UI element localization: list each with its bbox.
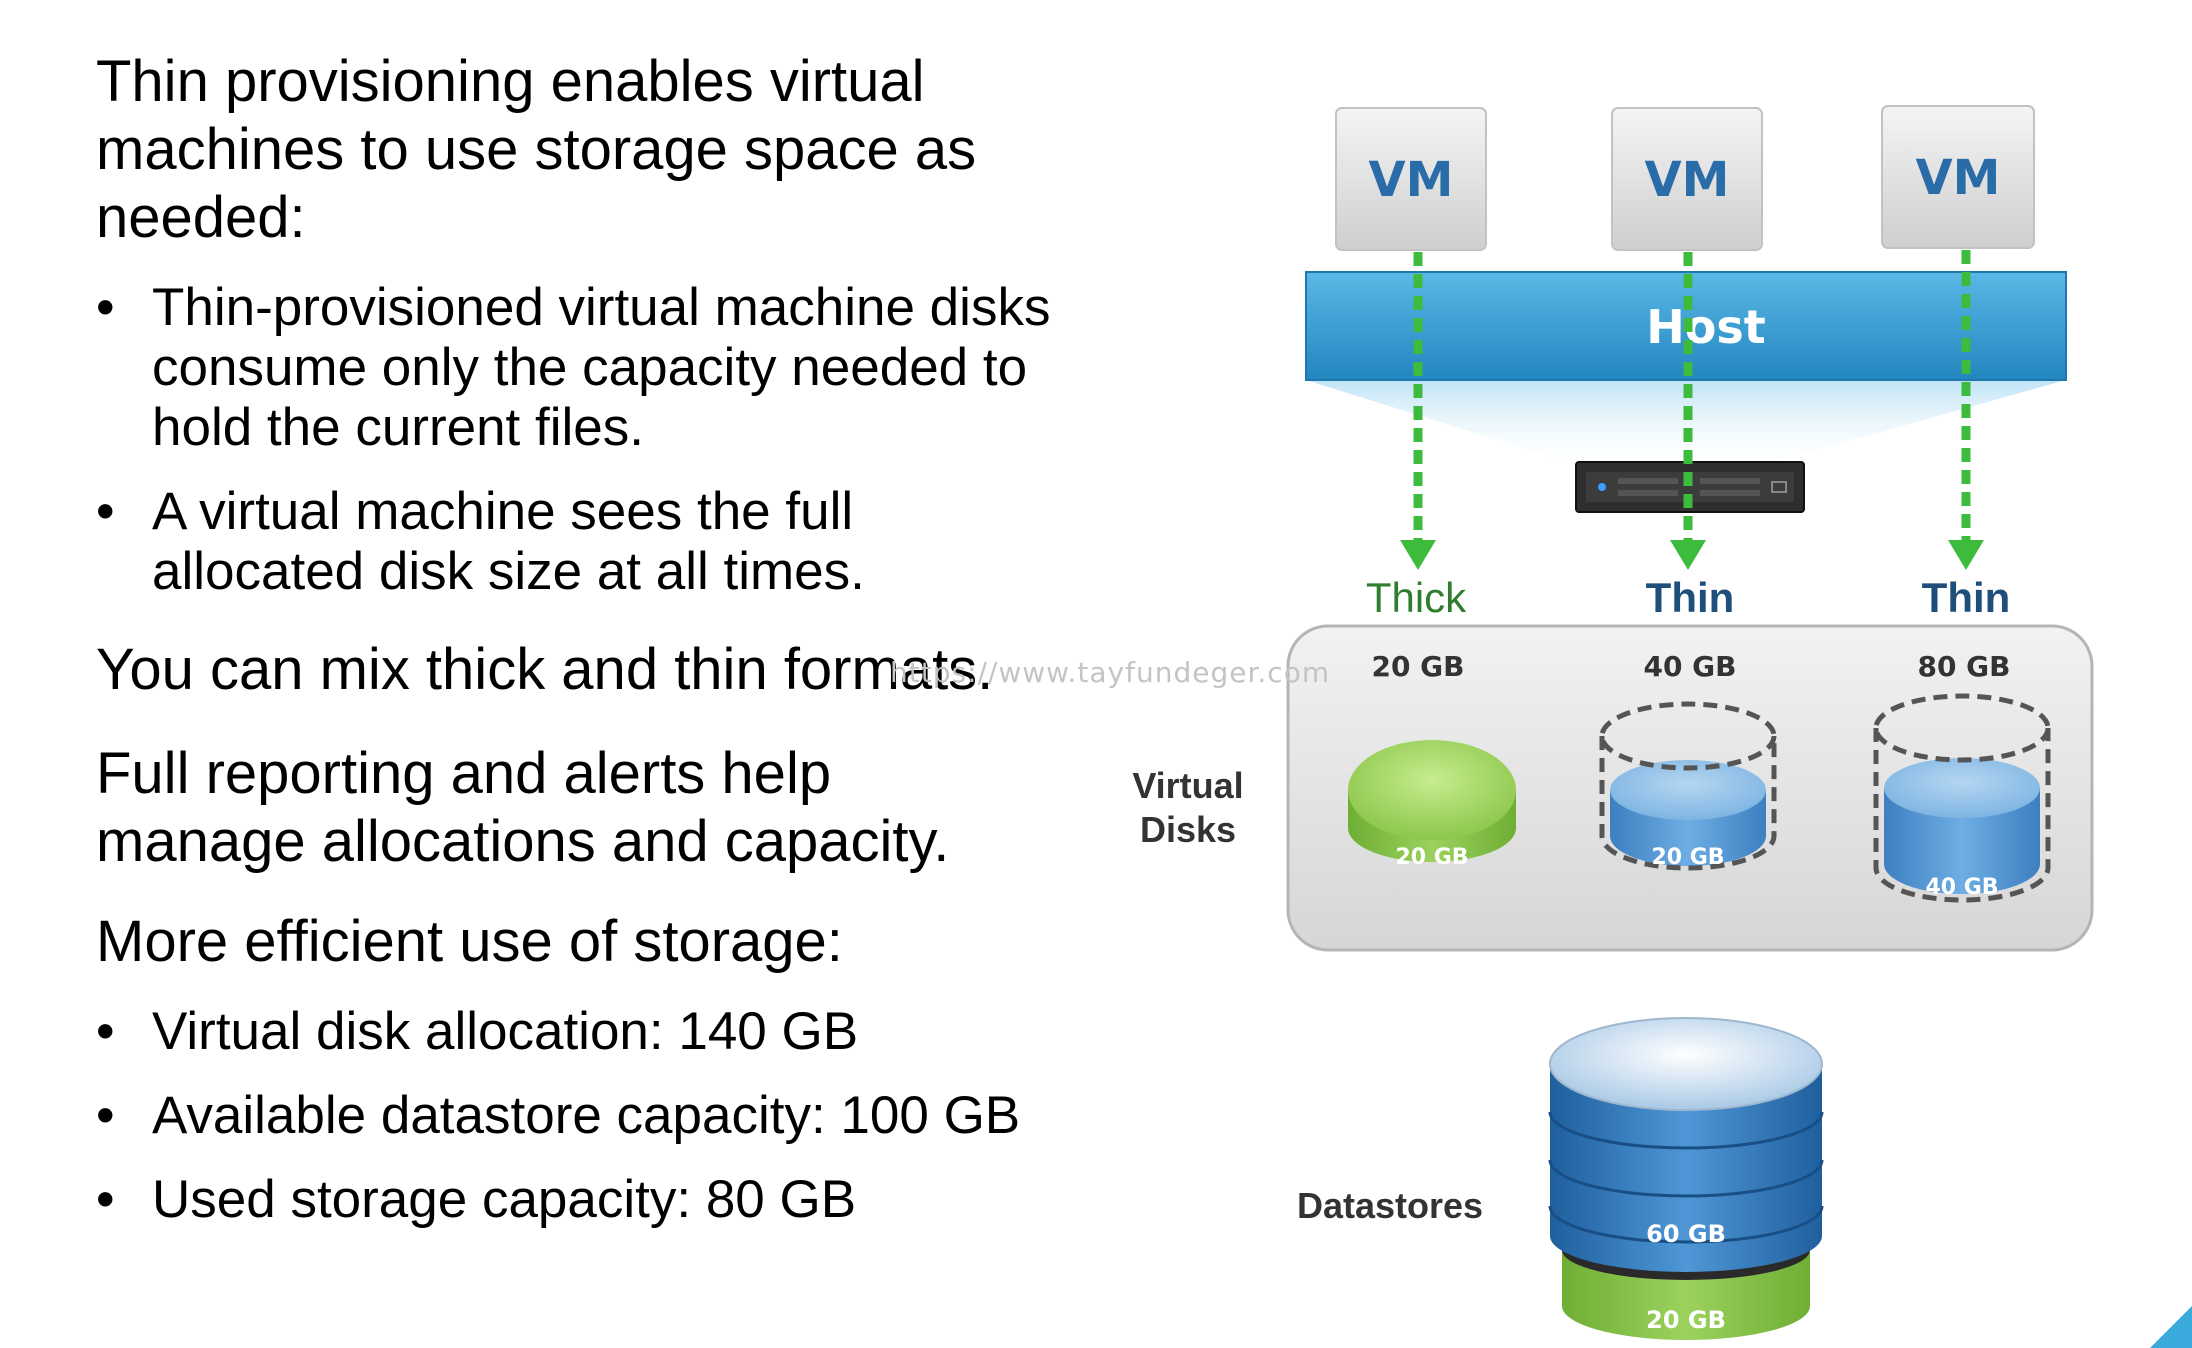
disk-type-label: Thin <box>1922 574 2011 621</box>
thin-disk: 40 GB <box>1873 693 2051 903</box>
vm-label: VM <box>1645 152 1730 208</box>
host-label: Host <box>1646 300 1765 354</box>
virtual-disks-label: Disks <box>1140 809 1236 850</box>
bullet-line: A virtual machine sees the full <box>152 482 854 541</box>
arrow-thick <box>1400 252 1436 570</box>
vm-label: VM <box>1369 152 1454 208</box>
bullet-line: allocated disk size at all times. <box>152 542 865 601</box>
arrow-thin <box>1948 250 1984 570</box>
used-size-label: 20 GB <box>1395 845 1468 870</box>
allocated-size-label: 20 GB <box>1371 650 1464 683</box>
bullet-marker: • <box>96 482 115 541</box>
disk-type-label: Thin <box>1646 574 1735 621</box>
corner-accent <box>2150 1306 2192 1348</box>
vm-box: VM <box>1881 105 2035 249</box>
heading-line: needed: <box>96 185 306 250</box>
reporting-line: manage allocations and capacity. <box>96 809 950 874</box>
used-size-label: 40 GB <box>1925 875 1998 900</box>
bullet-marker: • <box>96 1170 115 1229</box>
bullet-line: consume only the capacity needed to <box>152 338 1028 397</box>
datastore-segment-label: 20 GB <box>1646 1306 1726 1334</box>
bullet-marker: • <box>96 1002 115 1061</box>
heading-line: Thin provisioning enables virtual <box>96 49 925 114</box>
thick-disk: 20 GB <box>1348 740 1516 870</box>
vm-label: VM <box>1916 150 2001 206</box>
allocated-size-label: 40 GB <box>1643 650 1736 683</box>
thin-disk: 20 GB <box>1599 701 1777 871</box>
arrow-thin <box>1670 252 1706 570</box>
datastore-cylinder: 60 GB 20 GB <box>1548 1017 1824 1340</box>
watermark: https://www.tayfundeger.com <box>890 656 1331 689</box>
heading-line: machines to use storage space as <box>96 117 977 182</box>
vm-box: VM <box>1611 107 1763 251</box>
mix-formats-text: You can mix thick and thin formats. <box>96 637 994 702</box>
allocated-size-label: 80 GB <box>1917 650 2010 683</box>
vm-box: VM <box>1335 107 1487 251</box>
bullet-marker: • <box>96 1086 115 1145</box>
bullet-text: Virtual disk allocation: 140 GB <box>152 1002 859 1061</box>
bullet-marker: • <box>96 278 115 337</box>
disk-type-label: Thick <box>1366 574 1467 621</box>
reporting-line: Full reporting and alerts help <box>96 741 832 806</box>
heading-thin-provisioning: Thin provisioning enables virtual machin… <box>96 48 976 252</box>
host-beam <box>1306 380 2066 466</box>
reporting-text: Full reporting and alerts help manage al… <box>96 740 949 876</box>
used-size-label: 20 GB <box>1651 845 1724 870</box>
bullet-text: Used storage capacity: 80 GB <box>152 1170 857 1229</box>
bullet-line: hold the current files. <box>152 398 644 457</box>
virtual-disks-label: Virtual <box>1132 765 1243 806</box>
bullet-line: Thin-provisioned virtual machine disks <box>152 278 1051 337</box>
datastores-label: Datastores <box>1297 1185 1483 1226</box>
efficient-heading: More efficient use of storage: <box>96 909 843 974</box>
datastore-segment-label: 60 GB <box>1646 1220 1726 1248</box>
bullet-text: Available datastore capacity: 100 GB <box>152 1086 1021 1145</box>
